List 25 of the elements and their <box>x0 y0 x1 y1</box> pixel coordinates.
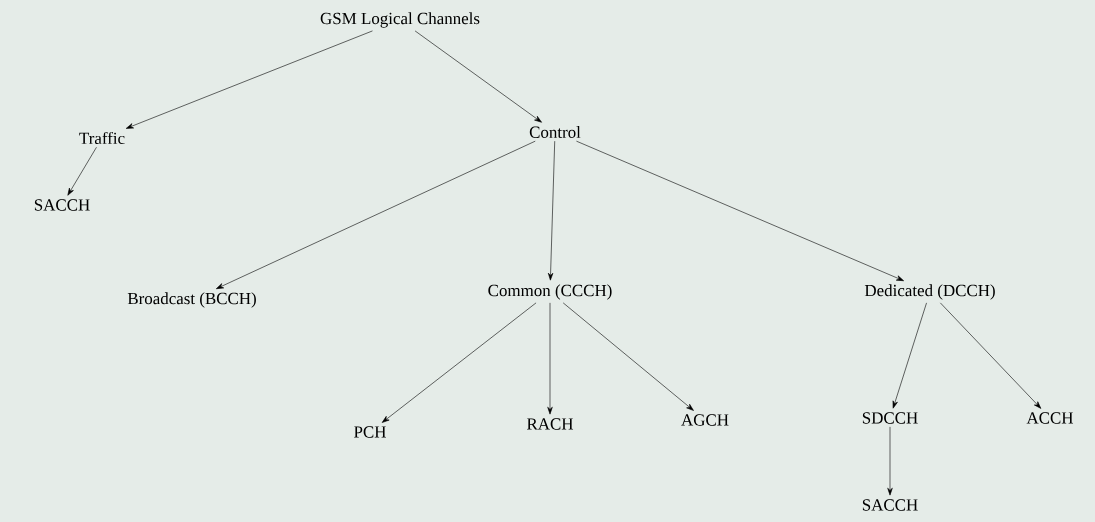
arrow <box>216 140 536 290</box>
node-label: SACCH <box>34 199 90 211</box>
arrow <box>892 302 927 409</box>
node-label: Common (CCCH) <box>488 284 612 300</box>
arrow <box>887 426 893 496</box>
arrow <box>547 140 555 281</box>
arrow <box>67 146 97 196</box>
arrow <box>414 30 542 123</box>
node-label: PCH <box>354 426 386 438</box>
arrow <box>940 302 1042 409</box>
arrow <box>576 140 904 282</box>
node-label: Traffic <box>79 131 125 145</box>
node-label: Dedicated (DCCH) <box>864 284 995 300</box>
arrow <box>547 302 553 415</box>
node-label: SDCCH <box>862 412 918 424</box>
node-label: SACCH <box>862 499 918 511</box>
arrow <box>381 302 537 423</box>
arrow <box>562 302 694 411</box>
node-label: AGCH <box>681 414 729 426</box>
node-label: RACH <box>526 418 574 430</box>
arrow <box>125 30 373 129</box>
node-label: Broadcast (BCCH) <box>127 292 256 308</box>
node-label: GSM Logical Channels <box>320 12 480 28</box>
node-label: Control <box>529 126 581 138</box>
node-label: ACCH <box>1026 412 1074 424</box>
